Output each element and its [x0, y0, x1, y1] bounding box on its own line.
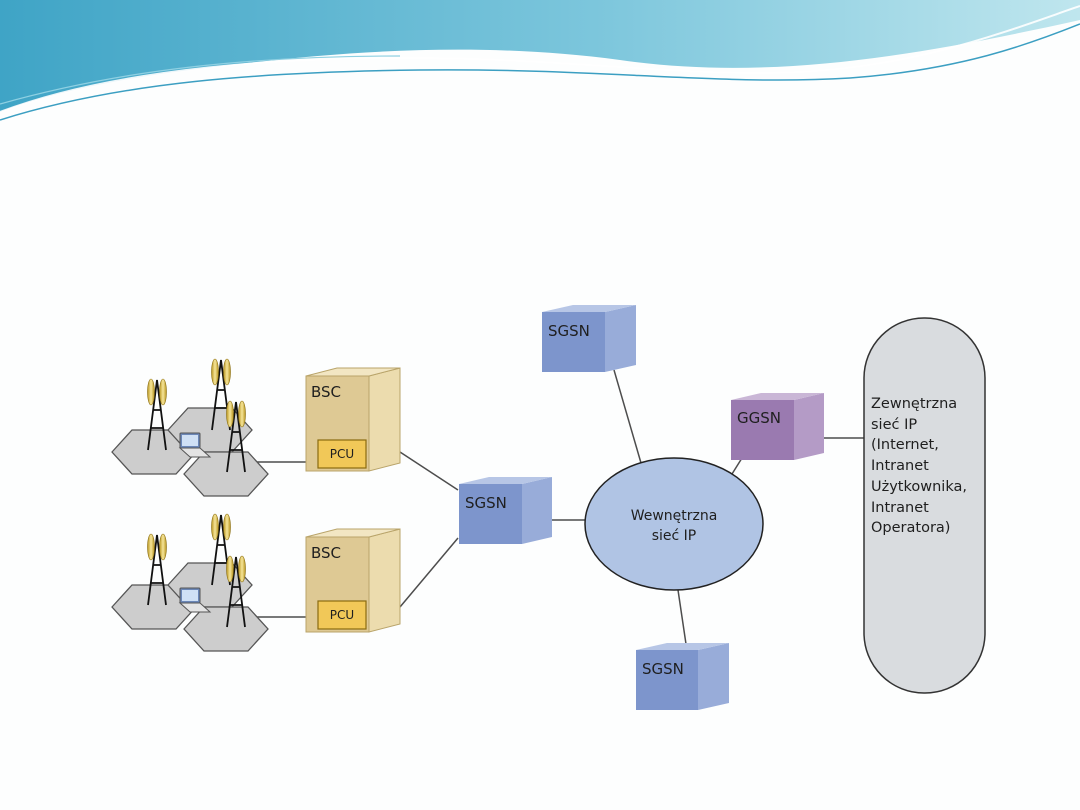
bsc-side [368, 367, 401, 472]
sgsn-front [542, 312, 605, 372]
ggsn-node: GGSN [731, 393, 824, 460]
antenna-tower-icon [147, 533, 167, 606]
sgsn-label: SGSN [642, 660, 684, 678]
link-sgsn-top-network [613, 369, 642, 464]
sgsn-top-face [459, 477, 552, 484]
antenna-tower-icon [211, 358, 231, 431]
internal-network-label-line2: sieć IP [652, 528, 697, 544]
ggsn-label: GGSN [737, 409, 781, 427]
laptop-icon [178, 432, 212, 458]
antenna-tower-icon [226, 555, 246, 628]
external-ip-network: Zewnętrzna sieć IP (Internet, Intranet U… [863, 317, 986, 694]
sgsn-top-face [542, 305, 636, 312]
link-network-sgsn-bottom [677, 589, 687, 645]
cell-cluster-bottom [111, 513, 269, 652]
antenna-tower-icon [226, 400, 246, 473]
internal-network-ellipse [584, 457, 764, 591]
pcu-label: PCU [330, 447, 354, 461]
sgsn-node-main: SGSN [459, 477, 552, 544]
external-network-line: Intranet [871, 500, 929, 516]
laptop-icon [178, 587, 212, 613]
sgsn-top-face [636, 643, 729, 650]
link-bsc-top-sgsn [399, 451, 459, 491]
cell-cluster-top [111, 358, 269, 497]
internal-network-label-line1: Wewnętrzna [631, 508, 718, 524]
external-network-line: (Internet, [871, 437, 939, 453]
sgsn-label: SGSN [465, 494, 507, 512]
internal-ip-network: Wewnętrzna sieć IP [584, 457, 764, 591]
sgsn-node-top: SGSN [542, 305, 636, 372]
bsc-node-bottom: BSC PCU [305, 528, 401, 633]
external-network-capsule [863, 317, 986, 694]
header-wave-decoration [0, 0, 1080, 121]
link-network-ggsn [731, 457, 743, 475]
ggsn-side [794, 393, 824, 460]
sgsn-front [636, 650, 698, 710]
bsc-node-top: BSC PCU [305, 367, 401, 472]
bsc-label: BSC [311, 383, 341, 401]
sgsn-side [698, 643, 729, 710]
ggsn-top-face [731, 393, 824, 400]
sgsn-front [459, 484, 522, 544]
antenna-tower-icon [147, 378, 167, 451]
sgsn-label: SGSN [548, 322, 590, 340]
bsc-label: BSC [311, 544, 341, 562]
external-network-line: Operatora) [871, 520, 950, 536]
external-network-line: Zewnętrzna [871, 396, 957, 412]
external-network-line: Intranet [871, 458, 929, 474]
ggsn-front [731, 400, 794, 460]
external-network-line: Użytkownika, [871, 479, 967, 495]
sgsn-side [605, 305, 636, 372]
pcu-box [317, 600, 367, 630]
hexagon-cell [183, 606, 269, 652]
external-network-line: sieć IP [871, 417, 917, 433]
antenna-tower-icon [211, 513, 231, 586]
pcu-label: PCU [330, 608, 354, 622]
sgsn-side [522, 477, 552, 544]
bsc-side [368, 528, 401, 633]
sgsn-node-bottom: SGSN [636, 643, 729, 710]
pcu-box [317, 439, 367, 469]
link-bsc-bottom-sgsn [399, 537, 459, 608]
hexagon-cell [183, 451, 269, 497]
